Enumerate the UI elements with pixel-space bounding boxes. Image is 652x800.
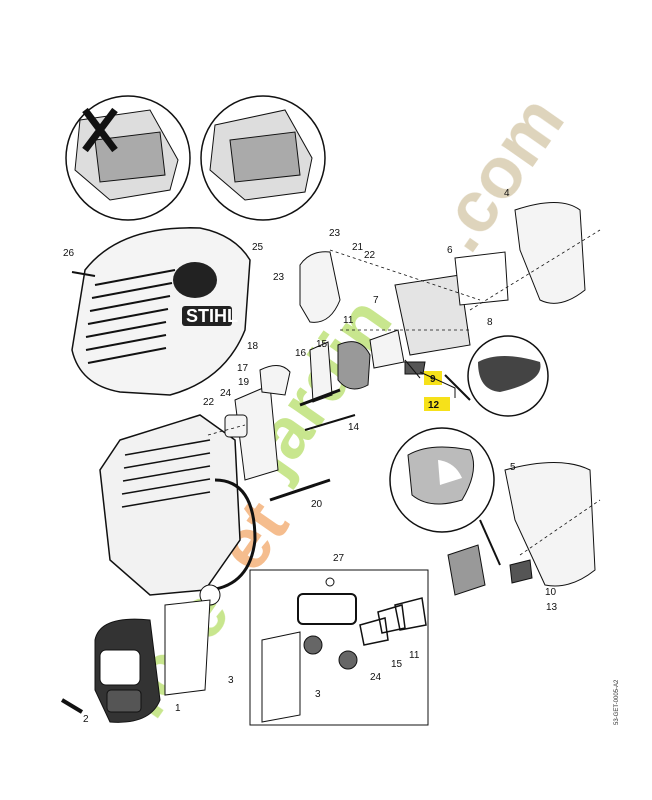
reference-code: 53-GET-0005-A2	[614, 679, 620, 725]
label-15b: 15	[391, 659, 403, 670]
highlight-12	[424, 397, 450, 411]
label-20: 20	[311, 499, 323, 510]
inset-filter-element	[389, 427, 501, 566]
label-16: 16	[295, 348, 307, 359]
inset-filter-knob	[444, 335, 549, 417]
gasket-3b	[261, 631, 301, 723]
label-3b: 3	[315, 689, 321, 700]
label-17: 17	[237, 363, 249, 374]
label-22b: 22	[203, 397, 215, 408]
muffler	[94, 618, 161, 723]
label-6: 6	[447, 245, 453, 256]
label-27: 27	[333, 553, 345, 564]
part-labels: 1 2 3 3 4 5 6 7 8 9 10 11 11 12 13 14 15…	[63, 188, 558, 725]
label-25: 25	[252, 242, 264, 253]
label-19: 19	[238, 377, 250, 388]
label-14: 14	[348, 422, 360, 433]
engine-block	[99, 414, 257, 606]
label-18: 18	[247, 341, 259, 352]
inset-new-version	[200, 95, 326, 221]
label-22a: 22	[364, 250, 376, 261]
label-24a: 24	[220, 388, 232, 399]
label-11b: 11	[409, 650, 420, 661]
engine-cover: STIHL	[71, 227, 251, 396]
intake-parts	[224, 202, 596, 596]
label-7: 7	[373, 295, 379, 306]
label-24b: 24	[370, 672, 382, 683]
cross-mark-icon	[82, 107, 118, 153]
label-26: 26	[63, 248, 75, 259]
label-2: 2	[83, 714, 89, 725]
label-9: 9	[430, 374, 436, 385]
brand-logo: STIHL	[186, 306, 238, 326]
label-12: 12	[428, 400, 440, 411]
label-23b: 23	[273, 272, 285, 283]
kit-box	[249, 569, 429, 726]
label-15a: 15	[316, 339, 328, 350]
label-11a: 11	[343, 315, 354, 326]
assembly-lines	[207, 229, 601, 556]
inset-old-version	[65, 95, 191, 221]
label-8: 8	[487, 317, 493, 328]
label-23a: 23	[329, 228, 341, 239]
label-4: 4	[504, 188, 510, 199]
label-5: 5	[510, 462, 516, 473]
label-3a: 3	[228, 675, 234, 686]
label-1: 1	[175, 703, 181, 714]
label-13: 13	[546, 602, 558, 613]
label-21: 21	[352, 242, 364, 253]
gasket-3a	[164, 599, 211, 696]
label-10: 10	[545, 587, 557, 598]
